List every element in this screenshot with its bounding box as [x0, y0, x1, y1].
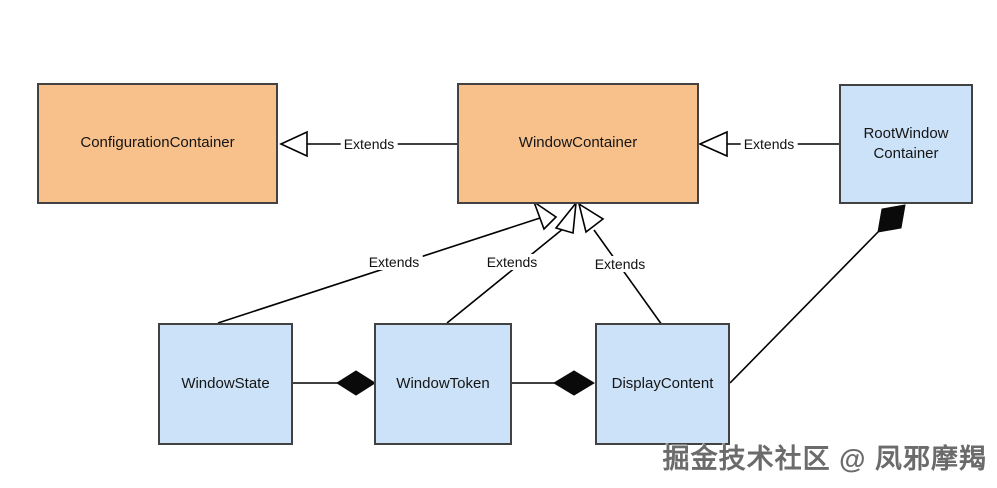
- filled-diamond-icon: [877, 204, 906, 233]
- hollow-triangle-arrow-icon: [554, 200, 578, 235]
- node-configuration-container: ConfigurationContainer: [37, 83, 278, 204]
- node-label: DisplayContent: [611, 374, 714, 392]
- filled-diamond-icon: [553, 370, 595, 396]
- node-window-container: WindowContainer: [457, 83, 699, 204]
- hollow-triangle-arrow-icon: [279, 130, 308, 158]
- node-window-token: WindowToken: [374, 323, 512, 445]
- node-label: WindowToken: [396, 374, 490, 392]
- edge-label-extends-rwc-wc: Extends: [740, 136, 798, 152]
- node-label: WindowContainer: [518, 134, 638, 152]
- edge-label-extends-ws-wc: Extends: [365, 254, 423, 270]
- edge-label-extends-wt-wc: Extends: [483, 254, 541, 270]
- node-label: RootWindow Container: [863, 124, 949, 162]
- node-display-content: DisplayContent: [595, 323, 730, 445]
- node-root-window-container: RootWindow Container: [839, 84, 973, 204]
- hollow-triangle-arrow-icon: [532, 199, 558, 231]
- node-label: WindowState: [181, 374, 270, 392]
- hollow-triangle-arrow-icon: [577, 202, 605, 234]
- extends-line-ws-to-wc: [217, 217, 541, 324]
- extends-line-wt-to-wc: [446, 227, 565, 324]
- node-window-state: WindowState: [158, 323, 293, 445]
- watermark-text: 掘金技术社区 @ 凤邪摩羯: [662, 444, 987, 474]
- hollow-triangle-arrow-icon: [698, 130, 728, 158]
- node-label: ConfigurationContainer: [80, 134, 235, 152]
- extends-line-dc-to-wc: [593, 229, 663, 326]
- composition-line-dc-rwc: [729, 230, 880, 384]
- edge-label-extends-wc-cc: Extends: [340, 136, 398, 152]
- filled-diamond-icon: [336, 370, 376, 396]
- edge-label-extends-dc-wc: Extends: [591, 256, 649, 272]
